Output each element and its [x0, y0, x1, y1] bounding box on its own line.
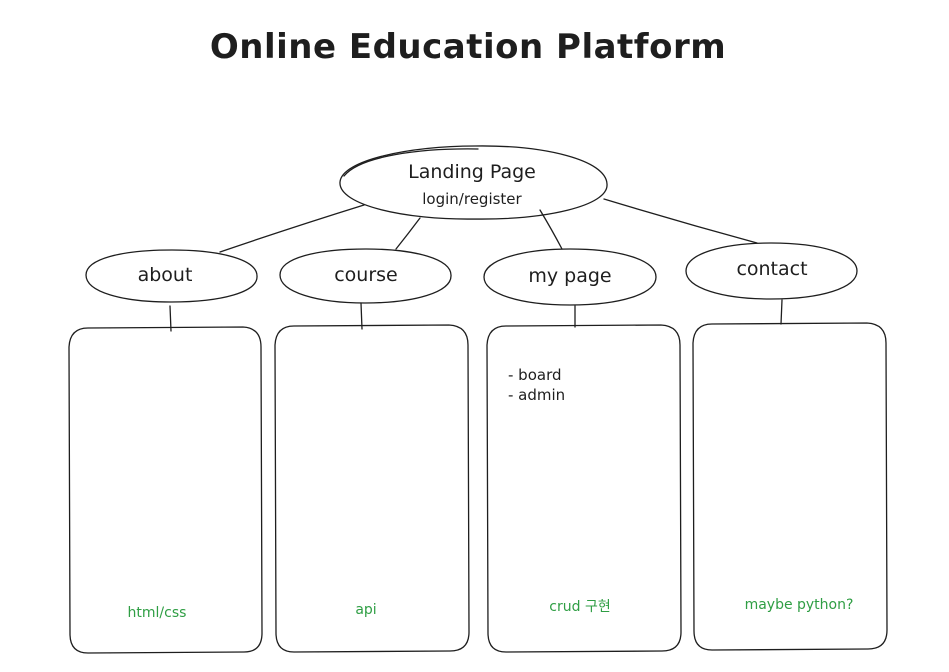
- root-node: Landing Page login/register: [339, 145, 608, 220]
- course-label: course: [334, 264, 398, 286]
- my-page-label: my page: [528, 265, 611, 287]
- root-ellipse-overstroke: [343, 148, 479, 177]
- contact-box: [692, 322, 888, 651]
- contact-note: maybe python?: [745, 597, 854, 613]
- connector-about: [219, 204, 365, 253]
- course-box: [274, 324, 470, 653]
- branch-course: course api: [274, 248, 470, 653]
- course-note: api: [355, 602, 376, 618]
- my-page-item-admin: - admin: [508, 386, 565, 404]
- connectors: [169, 198, 783, 332]
- root-label: Landing Page: [408, 161, 536, 183]
- connector-my-page: [539, 209, 563, 250]
- contact-ellipse: [685, 242, 858, 300]
- connector-course: [395, 217, 421, 250]
- connector-contact: [603, 198, 758, 244]
- about-box: [68, 326, 263, 654]
- contact-label: contact: [736, 258, 807, 280]
- my-page-item-board: - board: [508, 366, 562, 384]
- about-ellipse: [85, 249, 258, 303]
- about-label: about: [138, 264, 193, 286]
- my-page-box: [486, 324, 682, 653]
- root-sublabel: login/register: [422, 190, 522, 208]
- connector-course-box: [360, 302, 363, 330]
- root-ellipse: [339, 145, 608, 220]
- my-page-ellipse: [483, 248, 657, 306]
- branch-contact: contact maybe python?: [685, 242, 888, 651]
- course-ellipse: [279, 248, 452, 304]
- branch-my-page: my page - board - admin crud 구현: [483, 248, 682, 653]
- about-note: html/css: [128, 605, 187, 621]
- branch-about: about html/css: [68, 249, 263, 654]
- connector-contact-box: [780, 299, 783, 325]
- diagram-title: Online Education Platform: [210, 27, 726, 67]
- my-page-note: crud 구현: [549, 599, 610, 615]
